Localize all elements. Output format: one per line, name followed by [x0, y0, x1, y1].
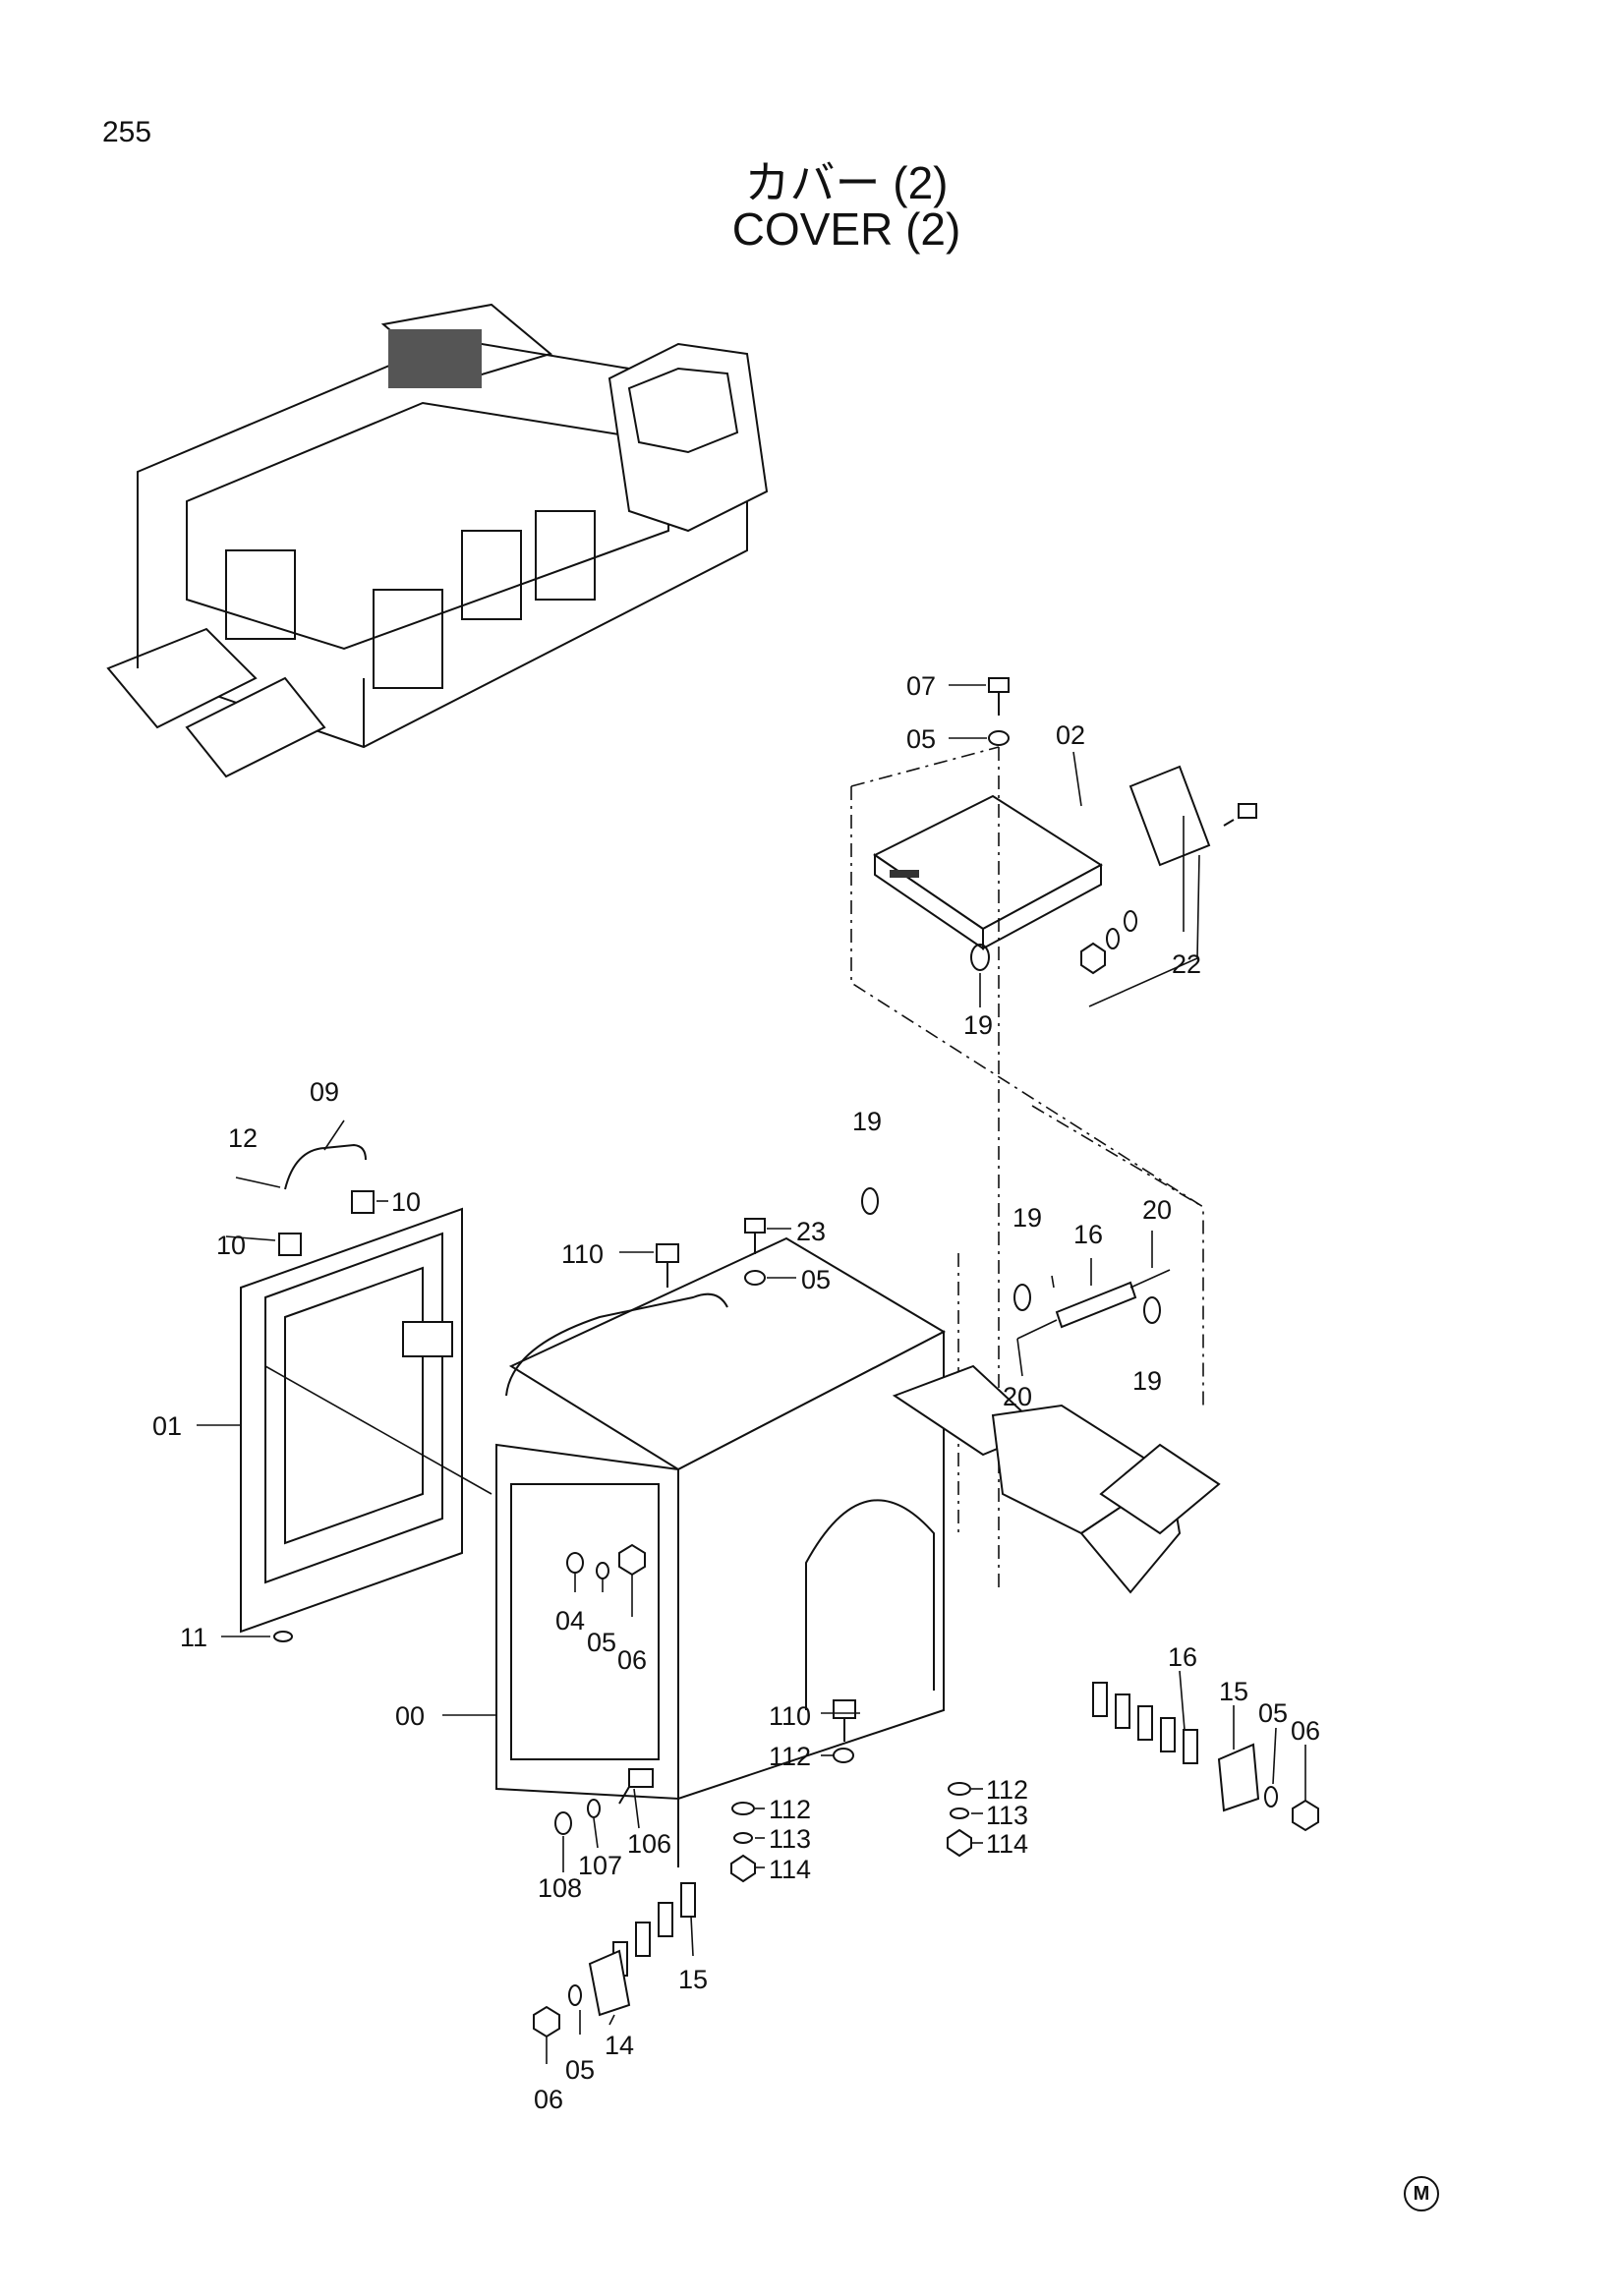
callout-19-mid: 19 [852, 1107, 882, 1136]
callout-23: 23 [796, 1217, 826, 1246]
washer-05-top-icon [988, 730, 1010, 746]
machine-overview-illustration [106, 303, 769, 778]
callout-113-left: 113 [769, 1824, 811, 1854]
callout-18: 16 [1073, 1220, 1103, 1249]
callout-06-right: 06 [1291, 1716, 1320, 1746]
bolt-23-icon [744, 1218, 766, 1254]
leader-lines [197, 684, 1306, 2064]
callout-05-right: 05 [1258, 1698, 1288, 1728]
shims-16-right-icons [1092, 1682, 1198, 1764]
hardware-112-114-left-icons [730, 1802, 756, 1883]
page-title-english: COVER (2) [731, 203, 961, 255]
washers-04-05-06-icons [566, 1543, 646, 1579]
washer-19-top-icon [970, 944, 990, 971]
callout-19-right: 19 [1012, 1203, 1042, 1233]
callout-20-left: 20 [1003, 1382, 1032, 1411]
callout-113-right: 113 [986, 1801, 1028, 1830]
bolt-07-icon [988, 677, 1010, 716]
page-number: 255 [102, 116, 152, 148]
callout-20-right: 20 [1142, 1195, 1172, 1225]
callout-10-right: 10 [391, 1187, 421, 1217]
main-cover-body-00 [495, 1236, 1221, 1867]
callout-05-mid: 05 [801, 1265, 831, 1294]
pin-18-icon [1016, 1269, 1171, 1340]
plate-14-icon [588, 1949, 631, 2017]
hardware-106-108-icons [554, 1768, 654, 1835]
assembly-line-2 [850, 746, 1000, 787]
callout-06-bottom: 06 [534, 2085, 563, 2114]
callout-108: 108 [538, 1873, 582, 1903]
callout-16-right: 16 [1168, 1642, 1197, 1672]
nut-06-right-icon [1292, 1799, 1319, 1832]
washer-11-icon [273, 1631, 293, 1642]
plate-15-icon [1217, 1743, 1260, 1812]
bolt-110-icon [656, 1243, 679, 1288]
callout-00: 00 [395, 1701, 425, 1731]
callout-labels: 07 05 02 22 19 09 12 10 10 19 110 23 05 … [152, 671, 1320, 2114]
bushing-10-icons [278, 1190, 375, 1256]
callout-11: 11 [180, 1623, 207, 1652]
callout-09: 09 [310, 1077, 339, 1107]
washer-05-right-icon [1264, 1786, 1278, 1808]
callout-22: 22 [1172, 949, 1201, 979]
callout-106: 106 [627, 1829, 671, 1859]
washer-19-right-icon [1013, 1284, 1031, 1311]
hardware-112-114-right-icons [947, 1782, 972, 1858]
door-frame-01 [240, 1207, 463, 1634]
washer-05-bottom-icon [568, 1984, 582, 2006]
washer-112-mid-icon [833, 1748, 854, 1763]
callout-19-far: 19 [1132, 1366, 1162, 1396]
callout-112-mid: 112 [769, 1742, 811, 1771]
callout-14: 14 [605, 2031, 634, 2060]
hardware-22-icon [1080, 803, 1257, 975]
callout-112-left: 112 [769, 1795, 811, 1824]
callout-16-left: 15 [678, 1965, 708, 1994]
callout-114-left: 114 [769, 1855, 811, 1884]
washer-19-mid-icon [861, 1187, 879, 1215]
callout-19-top: 19 [963, 1010, 993, 1040]
m-mark-icon: M [1404, 2176, 1439, 2211]
top-cover-02 [873, 765, 1211, 950]
nut-06-bottom-icon [533, 2005, 560, 2038]
callout-12: 12 [228, 1123, 258, 1153]
handle-09-icon [284, 1143, 367, 1190]
callout-06-door: 06 [617, 1645, 647, 1675]
washer-19-far-icon [1143, 1296, 1161, 1324]
callout-114-right: 114 [986, 1829, 1028, 1859]
assembly-line-1 [850, 786, 1204, 1406]
callout-05-bottom: 05 [565, 2055, 595, 2085]
callout-04: 04 [555, 1606, 585, 1636]
shims-16-left-icons [612, 1882, 696, 1977]
washer-05-mid-icon [744, 1270, 766, 1286]
callout-10-left: 10 [216, 1231, 246, 1260]
assembly-line-5 [1031, 1105, 1204, 1208]
callout-112-right: 112 [986, 1775, 1028, 1805]
pin-12-icon [235, 1177, 281, 1188]
callout-107: 107 [578, 1851, 622, 1880]
callout-01: 01 [152, 1411, 182, 1441]
callout-110-top: 110 [561, 1239, 604, 1269]
callout-110-bottom: 110 [769, 1701, 811, 1731]
callout-05-door: 05 [587, 1628, 616, 1657]
callout-02: 02 [1056, 720, 1085, 750]
page-title-japanese: カバー (2) [744, 157, 949, 208]
callout-15: 15 [1219, 1677, 1248, 1706]
callout-07: 07 [906, 671, 936, 701]
callout-05-top: 05 [906, 724, 936, 754]
